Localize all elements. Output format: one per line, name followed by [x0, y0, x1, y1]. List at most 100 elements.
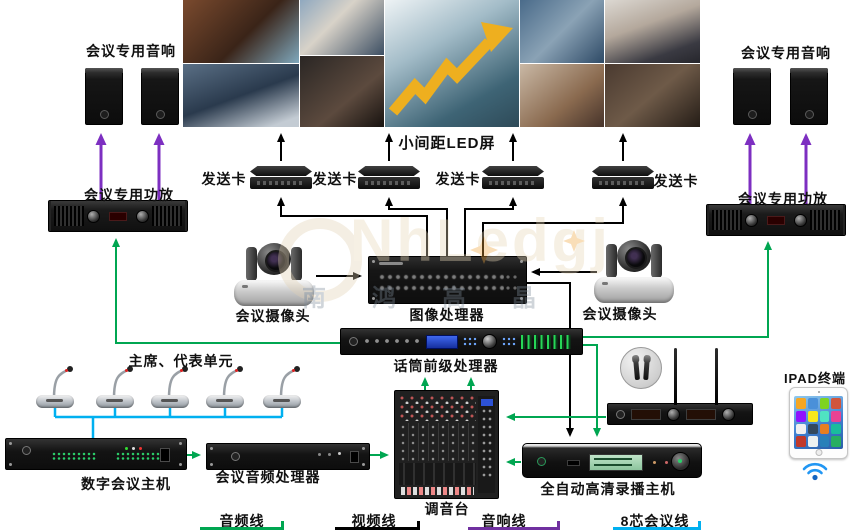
connector-ports	[378, 272, 504, 294]
camera-lens	[625, 247, 647, 269]
hd-recording-host	[522, 443, 702, 478]
rack-ear	[707, 205, 709, 235]
legend-speaker-label: 音响线	[481, 513, 527, 529]
conference-audio-processor	[206, 443, 370, 470]
legend-audio-label: 音频线	[219, 513, 265, 529]
image-processor	[368, 256, 527, 304]
app-icon	[796, 436, 806, 447]
mic-base	[151, 395, 189, 408]
card-base	[592, 177, 654, 189]
sending-card-2-label: 发送卡	[312, 171, 358, 187]
speaker-right-2	[790, 68, 828, 125]
legend-video-line	[335, 521, 420, 530]
status-lights	[139, 447, 142, 450]
card-lid	[358, 166, 420, 176]
fan-grille	[152, 206, 182, 226]
card-base	[358, 177, 420, 189]
mic-base	[96, 395, 134, 408]
camera-base	[594, 277, 674, 303]
legend-conference-line	[613, 521, 701, 530]
amplifier-right	[706, 204, 846, 236]
app-icon	[831, 398, 841, 409]
brand-logo	[22, 446, 31, 455]
channel-knob	[722, 407, 735, 421]
camera-right-label: 会议摄像头	[582, 306, 658, 322]
legend-conference-label: 8芯会议线	[620, 513, 690, 529]
video-lines	[277, 133, 627, 437]
amplifier-right-label: 会议专用功放	[738, 191, 828, 207]
amp-display	[109, 211, 127, 221]
channel-knob	[667, 407, 680, 421]
delegate-mic-2	[92, 362, 138, 408]
sending-card-4-label: 发送卡	[653, 173, 699, 189]
camera-left	[234, 243, 314, 306]
app-icon	[831, 423, 841, 435]
sending-card-3	[482, 166, 544, 191]
wifi-icon	[801, 458, 829, 482]
brand-logo	[349, 337, 358, 346]
app-icon	[807, 398, 818, 409]
delegate-mic-5	[259, 362, 305, 408]
audio-lines	[112, 238, 772, 466]
camera-head	[257, 243, 291, 275]
recorder-label: 全自动高清录播主机	[540, 481, 676, 497]
app-icon	[819, 423, 830, 435]
brand-logo	[379, 262, 403, 265]
mixing-console	[394, 390, 499, 499]
brand-logo	[231, 452, 240, 461]
fan-grille	[810, 210, 840, 230]
mic-base	[263, 395, 301, 408]
speakers-left-label: 会议专用音响	[86, 43, 176, 59]
usb-port	[567, 460, 580, 466]
app-icon	[796, 410, 806, 422]
connector-ports	[505, 272, 519, 294]
screw	[210, 447, 213, 450]
mixer-faders	[399, 463, 476, 485]
app-icon	[796, 398, 806, 409]
speaker-left-2	[141, 68, 179, 125]
rack-ear	[843, 205, 845, 235]
wall-photo	[520, 0, 605, 63]
mixer-knob-section	[399, 395, 476, 421]
handheld-mic	[633, 356, 640, 381]
app-icon	[819, 436, 830, 447]
legend-video-label: 视频线	[351, 513, 397, 529]
wall-column	[605, 0, 700, 127]
record-button	[671, 452, 690, 471]
legend-audio-line	[200, 521, 284, 530]
wall-photo	[183, 64, 299, 127]
brand-logo	[537, 457, 546, 466]
wall-column	[520, 0, 605, 127]
ipad-terminal	[789, 387, 848, 459]
wall-column	[385, 0, 520, 127]
frequency-display	[686, 408, 716, 420]
sending-card-3-label: 发送卡	[435, 171, 481, 187]
speaker-lines	[95, 133, 812, 204]
camera-arm	[246, 247, 257, 281]
camera-base	[234, 280, 314, 306]
mixer-bottom-strip	[401, 487, 474, 495]
brand-logo	[616, 409, 625, 419]
camera-arm	[606, 244, 617, 278]
amp-display	[767, 215, 785, 225]
power-switch	[160, 448, 170, 462]
sending-card-1	[250, 166, 312, 191]
lcd-display	[426, 334, 458, 349]
recorder-lcd	[589, 454, 643, 471]
amplifier-left-label: 会议专用功放	[84, 187, 174, 203]
wireless-mic-receiver	[607, 347, 753, 425]
camera-arm	[651, 244, 662, 278]
screw	[372, 260, 375, 263]
mixer-master-knobs	[480, 408, 493, 478]
wall-column	[183, 0, 299, 127]
wall-photo	[605, 64, 700, 127]
camera-left-label: 会议摄像头	[235, 308, 311, 324]
delegate-mic-3	[147, 362, 193, 408]
mic-preamp-processor	[340, 328, 583, 355]
digital-conference-host	[5, 438, 187, 470]
wall-photo	[520, 64, 605, 127]
app-icon	[819, 398, 830, 409]
wall-photo	[299, 56, 385, 127]
camera-right	[594, 240, 674, 303]
wall-photo	[605, 0, 700, 63]
